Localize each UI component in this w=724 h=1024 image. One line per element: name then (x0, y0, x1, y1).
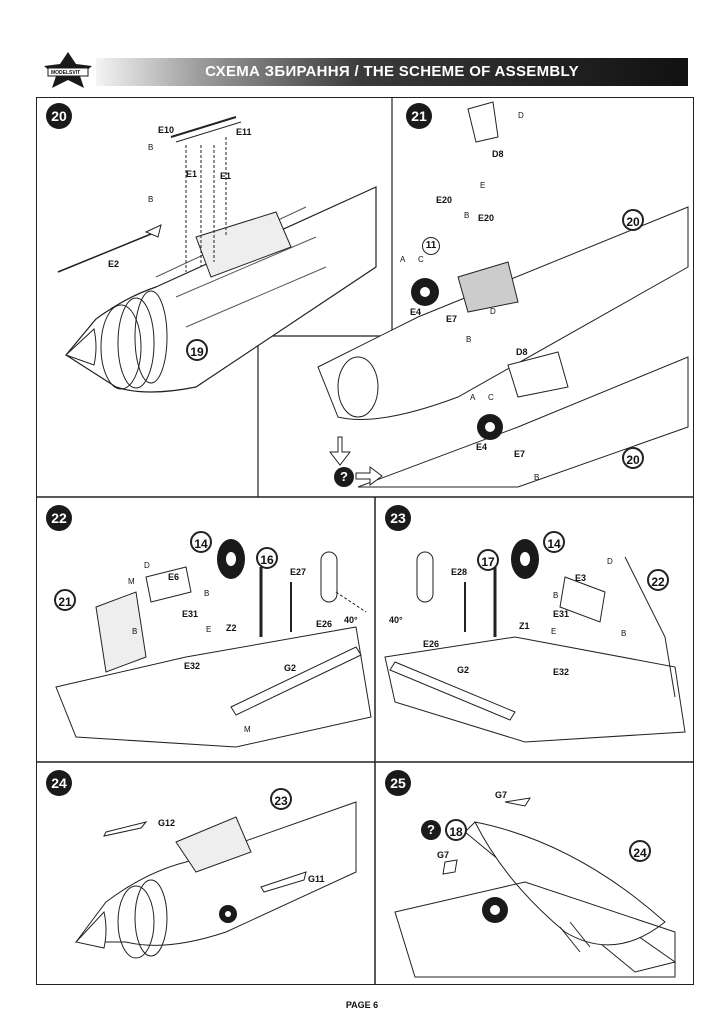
step-24-panel: 24 G12 G11 23 (36, 762, 375, 985)
page-number: PAGE 6 (345, 1000, 379, 1010)
part-label: E20 (436, 195, 453, 205)
part-label: G11 (308, 874, 325, 884)
glue-label: B (553, 591, 559, 600)
step-number: 24 (46, 770, 72, 796)
step-20-drawing (57, 116, 377, 393)
glue-label: D (607, 557, 613, 566)
glue-label: B (621, 629, 627, 638)
strut-part-badge: 16 (256, 547, 278, 569)
glue-label: M (244, 725, 251, 734)
step-22-panel: 22 E6 E27 E31 Z2 E26 E32 G2 D M B B E M … (36, 497, 375, 762)
part-label: E10 (158, 125, 175, 135)
step-23-panel: 23 E28 E3 E31 Z1 E26 E32 G2 D B E B 40° … (375, 497, 694, 762)
glue-label: B (534, 473, 540, 482)
part-label: E26 (423, 639, 440, 649)
part-label: Z1 (519, 621, 530, 631)
part-label: G7 (495, 790, 508, 800)
ref-step-badge: 23 (270, 788, 292, 810)
step-20-panel: 20 E10 E11 E1 E1 E2 B B 19 (36, 97, 392, 497)
modelsvit-logo: MODELSVIT (40, 50, 96, 90)
step-24-drawing (75, 801, 357, 959)
part-label: G2 (457, 665, 470, 675)
wheel-part-badge: 14 (190, 531, 212, 553)
ref-step-badge: 24 (629, 840, 651, 862)
part-label: E3 (575, 573, 587, 583)
wheel-part-badge: 14 (543, 531, 565, 553)
glue-label: A (400, 255, 406, 264)
part-label: E4 (410, 307, 422, 317)
glue-label: D (490, 307, 496, 316)
ref-step-badge: 22 (647, 569, 669, 591)
logo-text: MODELSVIT (51, 70, 81, 76)
step-number: 22 (46, 505, 72, 531)
glue-label: E (206, 625, 212, 634)
glue-label: B (464, 211, 470, 220)
part-label: E20 (478, 213, 495, 223)
step-number: 20 (46, 103, 72, 129)
step-23-drawing (384, 539, 686, 743)
step-25-drawing (394, 797, 677, 978)
angle-label: 40° (389, 615, 403, 625)
title-bar: СХЕМА ЗБИРАННЯ / THE SCHEME OF ASSEMBLY (96, 58, 688, 86)
part-label: G12 (158, 818, 176, 828)
glue-label: M (128, 577, 135, 586)
strut-part-badge: 17 (477, 549, 499, 571)
instruction-frame (36, 97, 694, 985)
ref-part-badge: 18 (445, 819, 467, 841)
part-label: Z2 (226, 623, 237, 633)
step-number: 23 (385, 505, 411, 531)
step-number: 25 (385, 770, 411, 796)
glue-label: B (148, 195, 154, 204)
part-label: E4 (476, 442, 488, 452)
part-label: E1 (220, 171, 232, 181)
question-icon: ? (334, 467, 354, 487)
step-21-drawing (317, 101, 689, 488)
ref-step-badge: 20 (622, 447, 644, 469)
step-number: 21 (406, 103, 432, 129)
glue-label: E (551, 627, 557, 636)
glue-label: D (144, 561, 150, 570)
ref-step-badge: 20 (622, 209, 644, 231)
part-label: E6 (168, 572, 180, 582)
part-label: E2 (108, 259, 120, 269)
part-label: E31 (182, 609, 199, 619)
glue-label: C (418, 255, 424, 264)
part-label: E32 (184, 661, 201, 671)
part-label: D8 (492, 149, 504, 159)
ref-part-badge: 11 (422, 237, 440, 255)
page-title: СХЕМА ЗБИРАННЯ / THE SCHEME OF ASSEMBLY (205, 63, 579, 80)
page-header: MODELSVIT СХЕМА ЗБИРАННЯ / THE SCHEME OF… (40, 50, 690, 90)
glue-label: B (466, 335, 472, 344)
question-icon: ? (421, 820, 441, 840)
glue-label: B (132, 627, 138, 636)
part-label: E7 (514, 449, 526, 459)
step-25-panel: 25 G7 G7 ? 18 24 (375, 762, 694, 985)
glue-label: E (480, 181, 486, 190)
part-label: E27 (290, 567, 307, 577)
part-label: E26 (316, 619, 333, 629)
part-label: G7 (437, 850, 450, 860)
part-label: E1 (186, 169, 198, 179)
ref-step-badge: 19 (186, 339, 208, 361)
angle-label: 40° (344, 615, 358, 625)
part-label: E28 (451, 567, 468, 577)
step-22-drawing (55, 539, 372, 748)
step-21-panel: 21 D8 E20 E20 E4 E7 D8 E4 E7 D E B A C D… (258, 97, 694, 497)
glue-label: C (488, 393, 494, 402)
glue-label: B (148, 143, 154, 152)
glue-label: B (204, 589, 210, 598)
part-label: D8 (516, 347, 528, 357)
glue-label: D (518, 111, 524, 120)
ref-step-badge: 21 (54, 589, 76, 611)
part-label: E7 (446, 314, 458, 324)
glue-label: A (470, 393, 476, 402)
part-label: E32 (553, 667, 570, 677)
part-label: E11 (236, 127, 252, 137)
part-label: E31 (553, 609, 570, 619)
part-label: G2 (284, 663, 297, 673)
